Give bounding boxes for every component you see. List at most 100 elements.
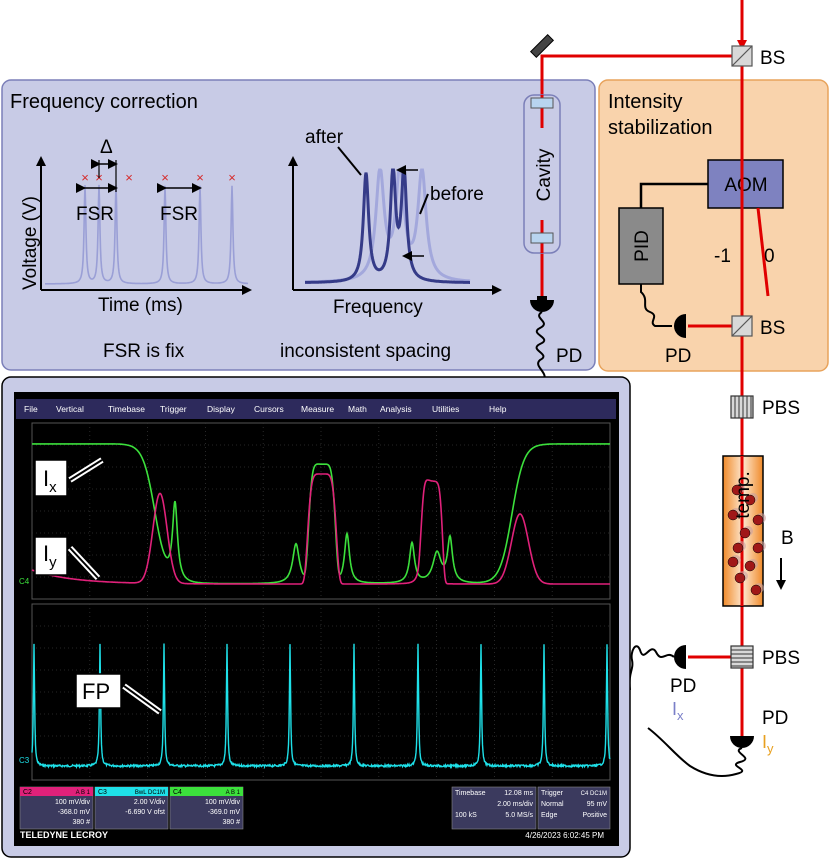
channel-name: C3 <box>98 789 107 796</box>
timebase-line3b: 5.0 MS/s <box>505 812 533 819</box>
channel-tags: A B 1 <box>226 790 241 796</box>
ix-trace-tag <box>34 459 68 497</box>
trigger-tags: C4 DC1M <box>581 791 607 797</box>
timebase-label: Timebase <box>455 790 486 797</box>
panel-title: Frequency correction <box>10 91 198 113</box>
caption-left: FSR is fix <box>103 341 185 362</box>
delta-label: Δ <box>100 137 113 158</box>
atom-5 <box>732 542 744 554</box>
menu-item-file[interactable]: File <box>24 404 38 414</box>
menu-item-math[interactable]: Math <box>348 404 367 414</box>
after-label: after <box>305 127 344 148</box>
fp-trace-label: FP <box>82 679 110 704</box>
ch-c3-marker: C3 <box>19 756 30 765</box>
bs-mid-label: BS <box>760 318 785 339</box>
order-0: 0 <box>764 246 775 267</box>
fsr-label-1: FSR <box>76 204 114 225</box>
order-minus1: -1 <box>714 246 731 267</box>
iy-label: Iy <box>762 732 774 756</box>
channel-offset: -369.0 mV <box>208 809 241 816</box>
channel-scale: 100 mV/div <box>55 799 91 806</box>
right-x-label: Frequency <box>333 297 423 318</box>
atom-4 <box>739 527 751 539</box>
cavity-label: Cavity <box>534 148 555 201</box>
trigger-line2b: 95 mV <box>587 801 608 808</box>
atom-0 <box>731 484 743 496</box>
atom-10 <box>750 584 762 596</box>
peak-marker-0: × <box>81 170 89 185</box>
timebase-box <box>451 786 537 830</box>
bs-top-label: BS <box>760 48 785 69</box>
atom-6 <box>752 542 764 554</box>
left-y-label: Voltage (V) <box>20 196 41 290</box>
pd-y <box>730 736 754 748</box>
atom-3 <box>752 514 764 526</box>
trigger-line3b: Positive <box>582 812 607 819</box>
trigger-label: Trigger <box>541 790 564 797</box>
intensity-pd <box>674 314 686 338</box>
menu-item-vertical[interactable]: Vertical <box>56 404 84 414</box>
atom-8 <box>744 560 756 572</box>
cavity-pd <box>530 300 554 312</box>
intensity-pd-label: PD <box>665 346 691 367</box>
timebase-line3a: 100 kS <box>455 812 477 819</box>
pink-trace <box>31 473 610 585</box>
menu-item-display[interactable]: Display <box>207 404 236 414</box>
atom-2 <box>727 509 739 521</box>
ix-trace-label: Ix <box>43 466 57 496</box>
channel-count: 380 # <box>222 819 240 826</box>
pd-x-label: PD <box>670 676 696 697</box>
menu-item-help[interactable]: Help <box>489 404 507 414</box>
intensity-stabilization-panel: Intensity stabilization AOM PID -1 0 <box>598 79 829 372</box>
aom-label: AOM <box>724 175 767 196</box>
optical-path: BS Cavity PD BS PD PBS te <box>523 0 800 777</box>
peak-marker-4: × <box>196 170 204 185</box>
trigger-box <box>537 786 611 830</box>
pbs-bottom-label: PBS <box>762 648 800 669</box>
aom-box <box>707 159 784 209</box>
menu-item-timebase[interactable]: Timebase <box>108 404 145 414</box>
scope-menu-bar <box>16 399 616 419</box>
pbs-top <box>730 395 754 419</box>
panel-title-line2: stabilization <box>608 117 713 139</box>
temp-label: temp. <box>733 471 754 519</box>
menu-item-measure[interactable]: Measure <box>301 404 334 414</box>
panel-title-line1: Intensity <box>608 91 682 113</box>
menu-item-trigger[interactable]: Trigger <box>160 404 187 414</box>
frequency-correction-panel: Frequency correction Voltage (V) Time (m… <box>1 79 596 371</box>
channel-tags: A B 1 <box>76 790 91 796</box>
peak-marker-3: × <box>161 170 169 185</box>
caption-right: inconsistent spacing <box>280 341 451 362</box>
channel-tags: BwL DC1M <box>135 790 165 796</box>
pid-box <box>618 207 664 285</box>
channel-count: 380 # <box>72 819 90 826</box>
menu-item-cursors[interactable]: Cursors <box>254 404 284 414</box>
menu-item-analysis[interactable]: Analysis <box>380 404 412 414</box>
fsr-peaks-trace <box>45 184 249 285</box>
trigger-line3a: Edge <box>541 812 557 819</box>
timebase-line2: 2.00 ms/div <box>497 801 533 808</box>
menu-item-utilities[interactable]: Utilities <box>432 404 459 414</box>
atom-7 <box>727 556 739 568</box>
green-trace <box>32 443 610 585</box>
pbs-top-label: PBS <box>762 398 800 419</box>
b-field-label: B <box>781 528 794 549</box>
scope-datetime: 4/26/2023 6:02:45 PM <box>525 831 604 840</box>
brand-logo: TELEDYNE LECROY <box>20 830 108 840</box>
channel-offset: -368.0 mV <box>58 809 91 816</box>
pd-y-label: PD <box>762 708 788 729</box>
timebase-value: 12.08 ms <box>504 790 533 797</box>
cyan-trace <box>31 643 611 770</box>
peak-marker-2: × <box>125 170 133 185</box>
fp-trace-tag <box>75 673 122 709</box>
pbs-bottom <box>730 645 754 669</box>
cavity-pd-label: PD <box>556 346 582 367</box>
channel-scale: 100 mV/div <box>205 799 241 806</box>
trigger-line2a: Normal <box>541 801 564 808</box>
ch-c4-marker: C4 <box>19 577 30 586</box>
channel-offset: -6.690 V ofst <box>125 809 165 816</box>
